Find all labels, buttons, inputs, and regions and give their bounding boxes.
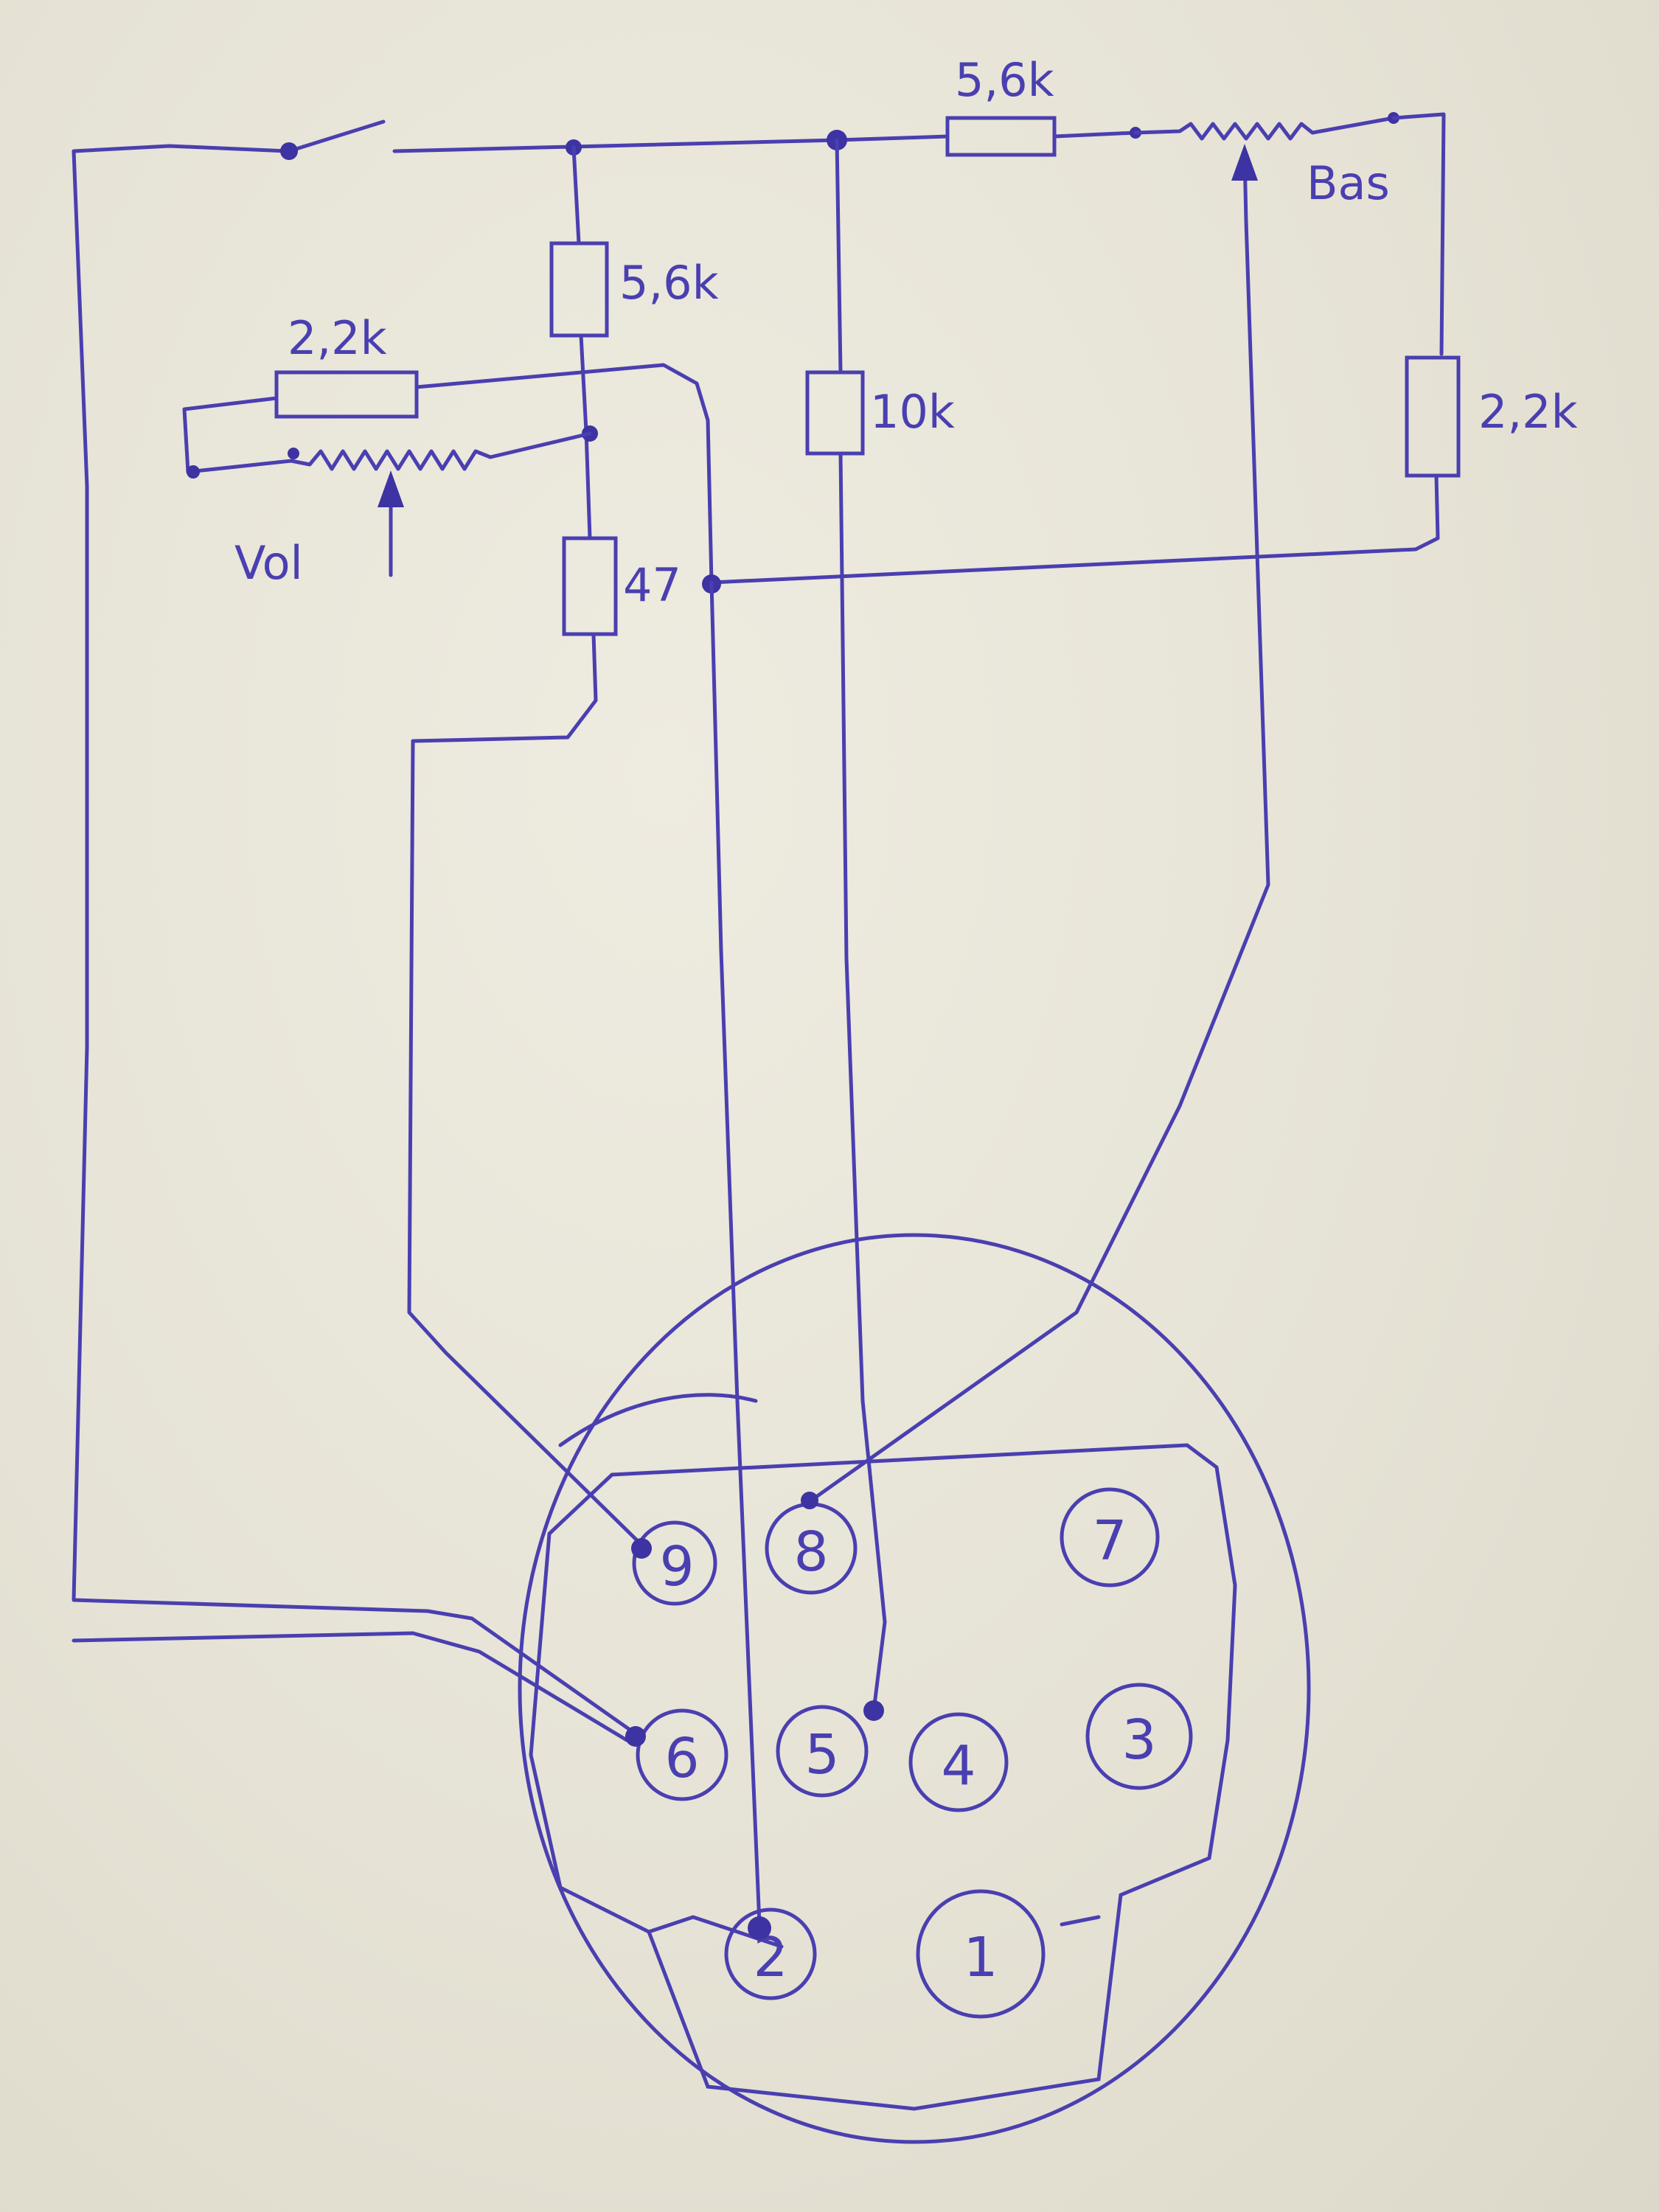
pin-1-label: 1 xyxy=(963,1926,998,1989)
switch-contact xyxy=(280,142,298,160)
pin-6-label: 6 xyxy=(664,1727,699,1790)
wire-bas-to-pin8 xyxy=(809,219,1270,1503)
pin-4-label: 4 xyxy=(941,1734,975,1798)
wire-vol-to-pin9 xyxy=(407,739,644,1547)
resistor-top-right-label: 5,6k xyxy=(955,53,1054,107)
resistor-47 xyxy=(562,536,618,636)
resistor-right xyxy=(1405,355,1461,478)
pin-3-label: 3 xyxy=(1121,1708,1156,1772)
wire-to-bas-pot xyxy=(1052,131,1138,139)
wire-10k-top xyxy=(835,138,843,375)
vol-pot-end-left xyxy=(187,465,200,479)
connector-outer-ring xyxy=(518,1233,1311,2144)
pin-3: 3 xyxy=(1085,1683,1193,1790)
wire-47-to-vol xyxy=(411,632,598,743)
vol-pot-track xyxy=(289,431,592,471)
vol-pot-label: Vol xyxy=(234,536,303,590)
wire-rail-to-pin6 xyxy=(72,149,636,1735)
bas-pot-label: Bas xyxy=(1307,156,1390,210)
wire-10k-to-pin5 xyxy=(838,451,887,1713)
wire-left-loop xyxy=(182,396,293,474)
wire-junction1-down xyxy=(571,145,581,246)
resistor-mid-left-label: 5,6k xyxy=(619,256,719,310)
pin-4: 4 xyxy=(908,1712,1009,1812)
pin-9-label: 9 xyxy=(659,1535,694,1599)
resistor-mid-left xyxy=(549,241,609,338)
solder-pin-6 xyxy=(625,1726,646,1747)
pin-9: 9 xyxy=(632,1520,717,1606)
resistor-left xyxy=(274,370,419,419)
resistor-10k xyxy=(805,370,865,456)
pin-8-label: 8 xyxy=(793,1520,828,1584)
resistor-top-right xyxy=(945,116,1057,157)
solder-pin-8 xyxy=(801,1492,818,1509)
vol-pot-end-right xyxy=(288,448,299,459)
wire-junction-to-pin2 xyxy=(709,580,762,1927)
resistor-right-label: 2,2k xyxy=(1478,385,1578,439)
pin-1: 1 xyxy=(916,1889,1046,2019)
pin-8: 8 xyxy=(765,1502,858,1595)
pin-6: 6 xyxy=(636,1708,728,1801)
wire-right-return xyxy=(709,473,1440,585)
connector-inner-shell xyxy=(529,1443,1237,2111)
solder-pin-2 xyxy=(748,1916,771,1940)
bas-wiper-arrow xyxy=(1231,144,1258,181)
left-rail-wire xyxy=(72,119,950,153)
connector-shell-line xyxy=(647,1915,1101,1949)
wire-left-resistor-hook xyxy=(414,363,714,585)
resistor-10k-label: 10k xyxy=(870,385,955,439)
pin-7: 7 xyxy=(1060,1487,1160,1587)
wire-arc-near-pin2 xyxy=(558,1393,758,1447)
vol-wiper-arrow xyxy=(378,470,404,507)
right-rail-wire xyxy=(1391,112,1446,356)
pin-5-label: 5 xyxy=(804,1723,839,1787)
wire-rail-to-pin6-second xyxy=(72,1631,629,1742)
bas-pot-track xyxy=(1133,116,1396,141)
resistor-left-label: 2,2k xyxy=(288,311,387,365)
solder-pin-9 xyxy=(631,1538,652,1559)
pin-5: 5 xyxy=(776,1705,869,1798)
pin-7-label: 7 xyxy=(1092,1509,1127,1573)
pin-2: 2 xyxy=(724,1907,817,2000)
resistor-47-label: 47 xyxy=(623,558,681,612)
solder-pin-5 xyxy=(863,1700,884,1721)
